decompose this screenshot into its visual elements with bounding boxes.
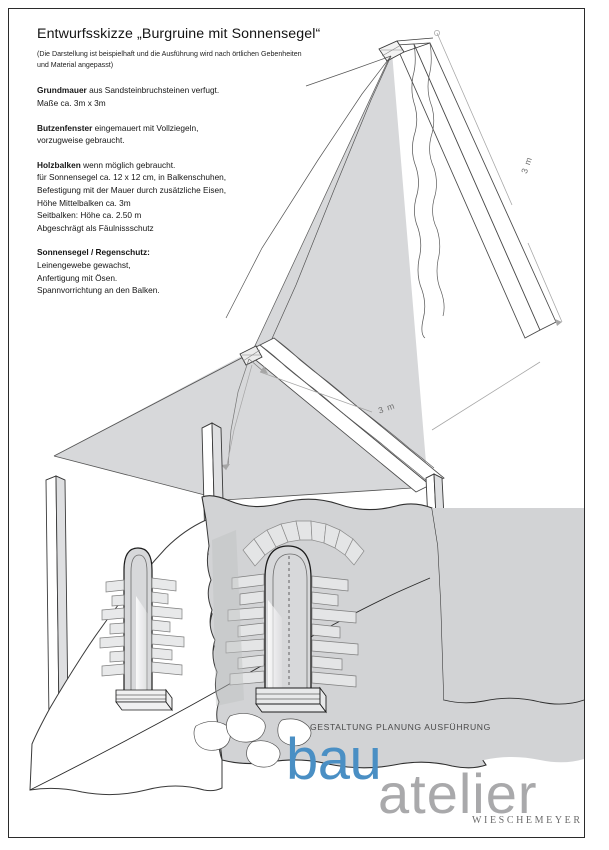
section-sonnensegel-line-3: Spannvorrichtung an den Balken. [37, 285, 160, 296]
section-butzenfenster-heading: Butzenfenster [37, 122, 93, 133]
section-holzbalken-line-1: für Sonnensegel ca. 12 x 12 cm, in Balke… [37, 172, 227, 183]
section-holzbalken-heading-line: Holzbalken wenn möglich gebraucht. [37, 159, 337, 172]
wall-shadow [212, 530, 244, 706]
logo-word-atelier: atelier [378, 762, 538, 825]
section-holzbalken-line-4: Seitbalken: Höhe ca. 2.50 m [37, 210, 142, 221]
subnote-line-2: Gebenheiten und Material angepasst) [37, 50, 302, 69]
section-butzenfenster-heading-rest: eingemauert mit Vollziegeln, [92, 122, 199, 133]
section-sonnensegel-heading: Sonnensegel / Regenschutz: [37, 247, 150, 258]
corner-post-right [201, 422, 226, 584]
description-text-block: Entwurfsskizze „Burgruine mit Sonnensege… [37, 26, 337, 297]
dimension-label-diagonal: 3 m [376, 400, 397, 416]
beam-lower-section [227, 337, 445, 493]
arched-window-center [225, 520, 365, 714]
section-holzbalken-line-5: Abgeschrägt als Fäulnissschutz [37, 222, 154, 233]
subnote-line-1: (Die Darstellung ist beispielhaft und di… [37, 50, 260, 58]
section-grundmauer: Grundmauer aus Sandsteinbruchsteinen ver… [37, 84, 337, 109]
section-butzenfenster-line-1: vorzugweise gebraucht. [37, 135, 125, 146]
section-grundmauer-line-1: Maße ca. 3m x 3m [37, 97, 106, 108]
section-butzenfenster-heading-line: Butzenfenster eingemauert mit Vollziegel… [37, 122, 337, 135]
logo-tagline: GESTALTUNG PLANUNG AUSFÜHRUNG [310, 722, 491, 732]
dimension-label-vertical: 3 m [519, 155, 535, 175]
page-title: Entwurfsskizze „Burgruine mit Sonnensege… [37, 26, 321, 42]
section-holzbalken-line-2: Befestigung mit der Mauer durch zusätzli… [37, 184, 227, 195]
document-subnote: (Die Darstellung ist beispielhaft und di… [37, 49, 302, 70]
corner-post-left [45, 475, 69, 721]
section-holzbalken-heading-rest: wenn möglich gebraucht. [80, 159, 176, 170]
section-grundmauer-heading-rest: aus Sandsteinbruchsteinen verfugt. [86, 85, 220, 96]
section-sonnensegel-line-2: Anfertigung mit Ösen. [37, 272, 118, 283]
brick-courses-left [225, 573, 265, 686]
section-sonnensegel: Sonnensegel / Regenschutz: Leinengewebe … [37, 246, 337, 296]
logo-word-bau: bau [286, 727, 382, 792]
reference-arrow [221, 364, 253, 471]
corner-post-far-right [425, 473, 447, 565]
section-butzenfenster: Butzenfenster eingemauert mit Vollziegel… [37, 122, 337, 147]
section-sonnensegel-line-1: Leinengewebe gewachst, [37, 259, 131, 270]
arched-window-left [99, 547, 185, 712]
company-logo: GESTALTUNG PLANUNG AUSFÜHRUNG bau atelie… [286, 722, 586, 837]
logo-company-name: WIESCHEMEYER [472, 815, 583, 826]
dimension-line-diagonal [259, 361, 541, 431]
section-sonnensegel-heading-line: Sonnensegel / Regenschutz: [37, 246, 337, 259]
section-holzbalken-heading: Holzbalken [37, 159, 81, 170]
dimension-line-vertical [434, 30, 563, 326]
section-grundmauer-heading-line: Grundmauer aus Sandsteinbruchsteinen ver… [37, 84, 337, 97]
section-holzbalken-line-3: Höhe Mittelbalken ca. 3m [37, 197, 131, 208]
section-grundmauer-heading: Grundmauer [37, 85, 87, 96]
section-holzbalken: Holzbalken wenn möglich gebraucht. für S… [37, 159, 337, 235]
brick-courses-right [311, 575, 359, 688]
